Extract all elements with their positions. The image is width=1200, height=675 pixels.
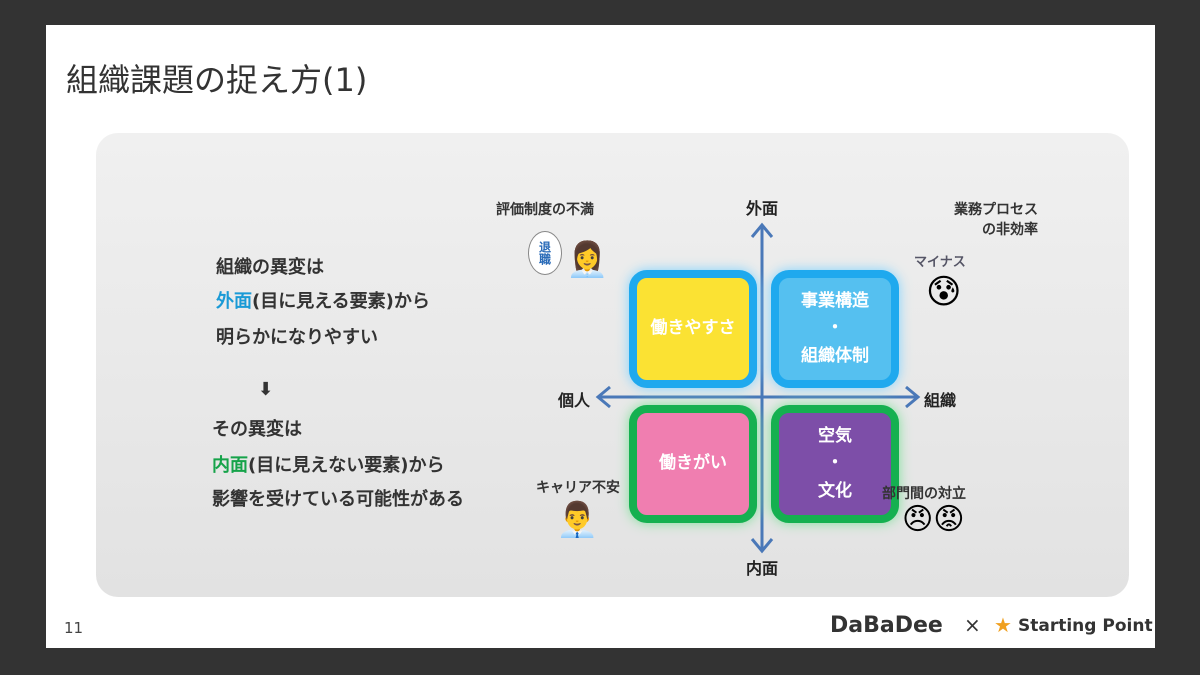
worried-manager-illustration: 👨‍💼 [556, 500, 599, 540]
quadrant-bottom-right: 空気・文化 [771, 405, 899, 523]
slide: 組織課題の捉え方(1) 組織の異変は 外面(目に見える要素)から 明らかになりや… [46, 25, 1155, 648]
quadrant-label: 事業構造 [801, 291, 869, 312]
text-line: 外面(目に見える要素)から [216, 287, 430, 313]
starting-point-logo: Starting Point [1018, 616, 1153, 636]
callout-top-left: 評価制度の不満 [496, 202, 594, 218]
axis-right-label: 組織 [924, 391, 957, 410]
quadrant-label: 働きやすさ [650, 318, 736, 339]
text-line: 明らかになりやすい [216, 327, 378, 348]
axis-left-label: 個人 [558, 391, 591, 410]
content-panel: 組織の異変は 外面(目に見える要素)から 明らかになりやすい ⬇ その異変は 内… [96, 133, 1129, 597]
down-arrow-icon: ⬇ [258, 379, 274, 400]
text-rest: (目に見えない要素)から [248, 455, 445, 476]
text-line: 内面(目に見えない要素)から [212, 451, 444, 477]
worried-woman-illustration: 👩‍💼 [566, 240, 609, 280]
callout-top-right: 業務プロセスの非効率 [954, 199, 1038, 239]
star-icon: ★ [994, 613, 1012, 637]
callout-line: 業務プロセス [954, 202, 1038, 218]
stressed-man-illustration: 😰 [926, 272, 962, 312]
axis-bottom-label: 内面 [746, 559, 779, 578]
quadrant-label: 組織体制 [801, 345, 869, 366]
page-number: 11 [64, 619, 84, 637]
text-line: 組織の異変は [216, 257, 324, 278]
axes [595, 222, 921, 554]
highlight-outer: 外面 [216, 291, 252, 312]
text-rest: (目に見える要素)から [252, 291, 430, 312]
text-line: 影響を受けている可能性がある [212, 489, 464, 510]
minus-text: マイナス [914, 255, 966, 270]
conflict-illustration: 😠😡 [902, 502, 965, 537]
quadrant-top-left: 働きやすさ [629, 270, 757, 388]
dabadee-logo: DaBaDee [830, 613, 943, 638]
callout-line: の非効率 [982, 222, 1038, 238]
quadrant-bottom-left: 働きがい [629, 405, 757, 523]
quadrant-label: 文化 [818, 480, 852, 501]
resign-bubble: 退職 [528, 231, 562, 275]
quadrant-label: 空気 [818, 426, 852, 447]
quadrant-top-right: 事業構造・組織体制 [771, 270, 899, 388]
dot: ・ [826, 318, 844, 339]
quadrant-label: 働きがい [659, 453, 727, 474]
highlight-inner: 内面 [212, 455, 248, 476]
slide-title: 組織課題の捉え方(1) [66, 61, 368, 99]
axis-top-label: 外面 [746, 199, 779, 218]
text-line: その異変は [212, 419, 302, 440]
dot: ・ [826, 453, 844, 474]
callout-bottom-left: キャリア不安 [536, 480, 620, 496]
callout-bottom-right: 部門間の対立 [882, 486, 966, 502]
times-sign: × [964, 613, 981, 637]
